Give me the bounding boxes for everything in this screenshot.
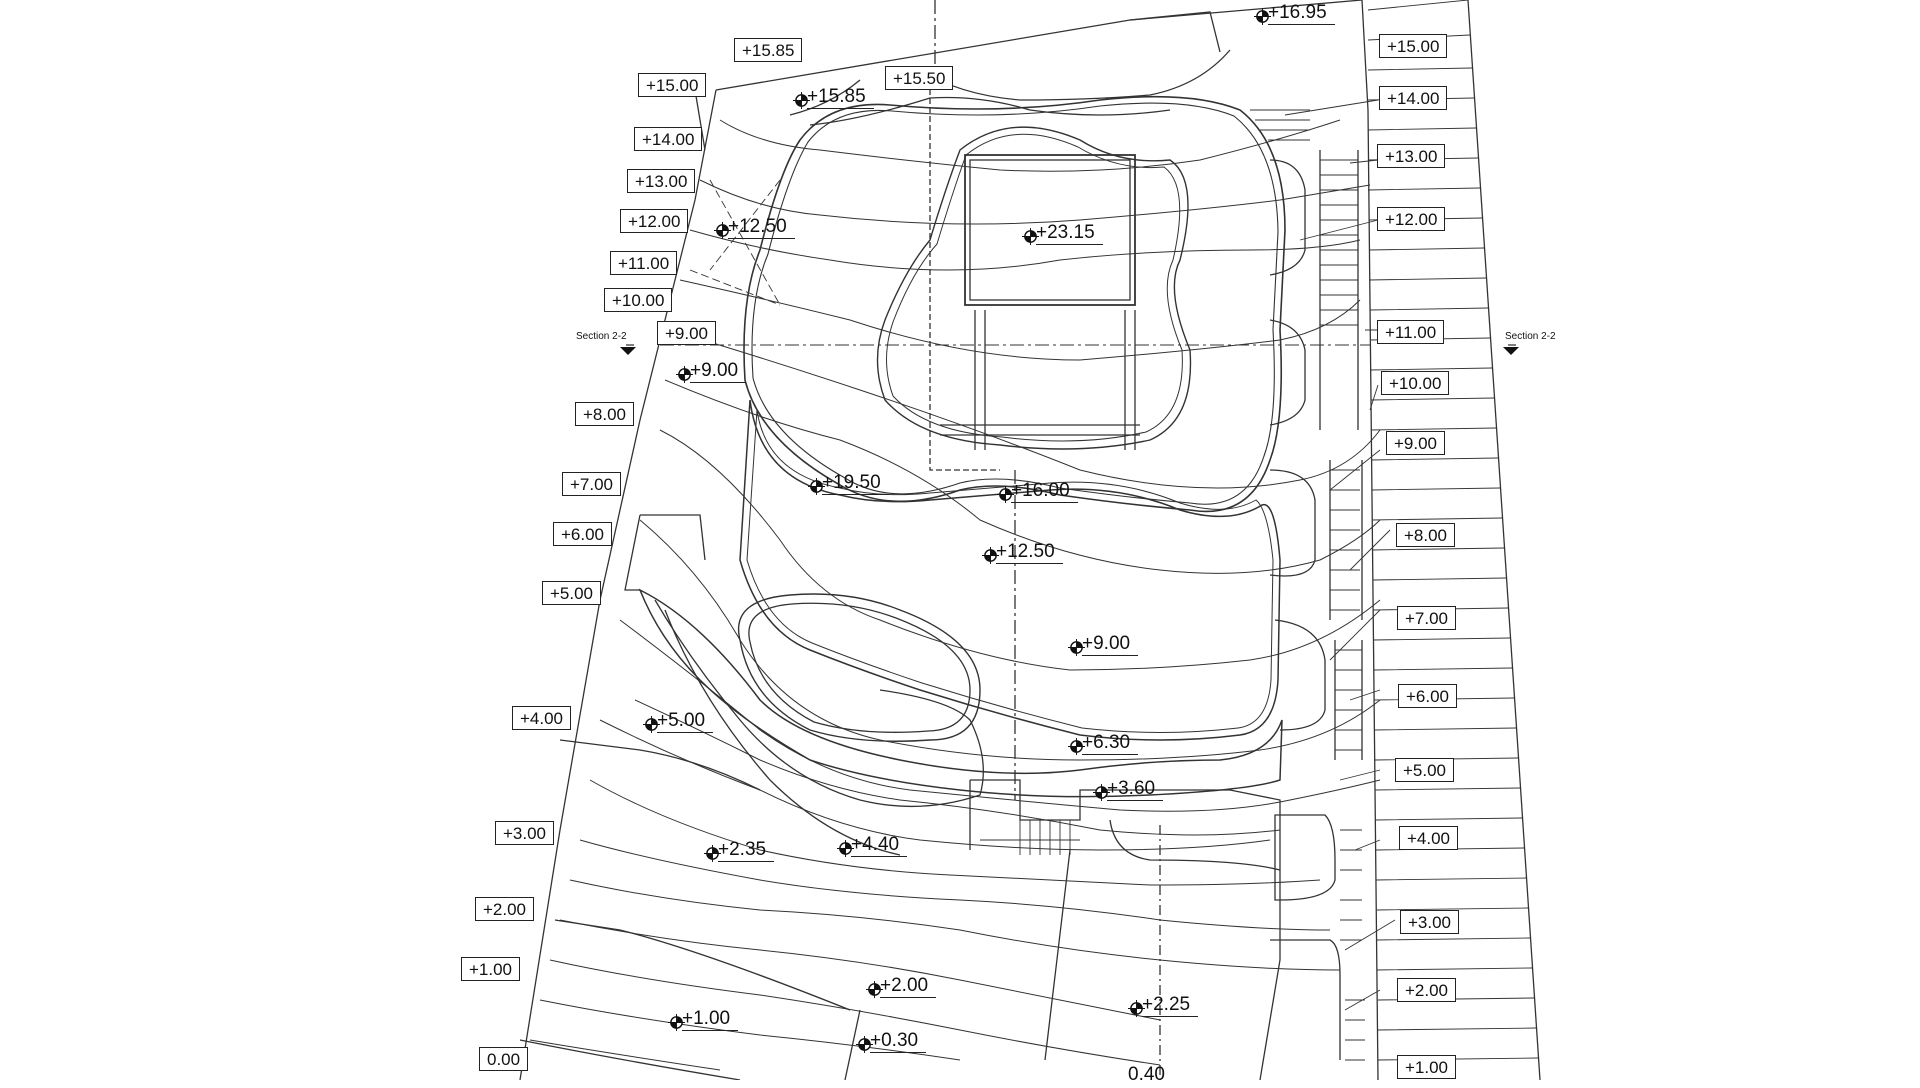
contour-label: +13.00 [627, 169, 696, 193]
contour-label: +3.00 [1400, 910, 1460, 934]
contour-label: +15.00 [1379, 34, 1448, 58]
spot-level-value: +2.25 [1142, 994, 1199, 1017]
contour-label: +15.50 [885, 66, 954, 90]
summit-ring [876, 126, 1192, 450]
spot-level-value: +3.60 [1107, 778, 1164, 801]
pond [738, 593, 981, 742]
level-marker-icon [1254, 8, 1271, 25]
contour-label: +10.00 [1381, 371, 1450, 395]
section-label-left: Section 2-2 [576, 331, 627, 342]
spot-level-value: +15.85 [807, 86, 874, 109]
contour-label: +9.00 [657, 321, 717, 345]
contour-label: +5.00 [1395, 758, 1455, 782]
level-marker-icon [982, 547, 999, 564]
contour-label: +14.00 [1379, 86, 1448, 110]
contour-label: +6.00 [1398, 684, 1458, 708]
contour-label: +2.00 [475, 897, 535, 921]
level-marker-icon [668, 1014, 685, 1031]
stair-treads [1250, 109, 1365, 1061]
contour-label: +12.00 [1377, 207, 1446, 231]
contour-label: +8.00 [1396, 523, 1456, 547]
spot-level-value: +0.30 [870, 1030, 927, 1053]
level-marker-icon [1093, 784, 1110, 801]
section-arrow-icon [1503, 347, 1519, 355]
level-marker-icon [676, 366, 693, 383]
spot-level-value: +1.00 [682, 1008, 739, 1031]
plaza [969, 779, 1281, 1080]
level-marker-icon [866, 981, 883, 998]
contour-label: +13.00 [1377, 144, 1446, 168]
contour-label: +6.00 [553, 522, 613, 546]
spot-level-value: +9.00 [1082, 633, 1139, 656]
spot-level-value: +2.00 [880, 975, 937, 998]
site-boundary [519, 0, 1379, 1080]
spot-level-value: +12.50 [728, 216, 795, 239]
spot-level-value: +23.15 [1036, 222, 1103, 245]
contour-label: +4.00 [512, 706, 572, 730]
contour-label: +9.00 [1386, 431, 1446, 455]
level-marker-icon [793, 92, 810, 109]
spot-level-value: +6.30 [1082, 732, 1139, 755]
contour-label: +2.00 [1397, 978, 1457, 1002]
contour-label: +3.00 [495, 821, 555, 845]
spot-level-value: +9.00 [690, 360, 747, 383]
spot-level-value: +5.00 [657, 710, 714, 733]
contour-label: +11.00 [1377, 320, 1445, 344]
contour-label: +15.85 [734, 38, 803, 62]
level-marker-icon [1022, 228, 1039, 245]
mid-terrace [739, 399, 1281, 741]
spot-level-value: +4.40 [851, 834, 908, 857]
level-marker-icon [1068, 639, 1085, 656]
contour-label: +7.00 [1397, 606, 1457, 630]
level-marker-icon [1128, 1000, 1145, 1017]
contour-label: +8.00 [575, 402, 635, 426]
contour-label: 0.00 [479, 1047, 529, 1071]
level-marker-icon [704, 845, 721, 862]
lower-terrace [638, 588, 1283, 798]
contour-label: +15.00 [638, 73, 707, 97]
spot-level-value: +16.95 [1268, 2, 1335, 25]
level-marker-icon [856, 1036, 873, 1053]
spot-level-value: 0.40 [1128, 1064, 1165, 1085]
spot-level-value: +16.00 [1011, 480, 1078, 503]
spot-level-value: +19.50 [822, 472, 889, 495]
contour-label: +7.00 [562, 472, 622, 496]
summit-platform [964, 154, 1136, 306]
upper-terrace [743, 95, 1286, 513]
contour-label: +1.00 [461, 957, 521, 981]
spot-level-value: +12.50 [996, 541, 1063, 564]
level-marker-icon [808, 478, 825, 495]
contour-label: +5.00 [542, 581, 602, 605]
contour-label: +1.00 [1397, 1055, 1457, 1079]
level-marker-icon [997, 486, 1014, 503]
spot-level-value: +2.35 [718, 839, 775, 862]
contour-label: +12.00 [620, 209, 689, 233]
level-marker-icon [837, 840, 854, 857]
level-marker-icon [714, 222, 731, 239]
contour-label: +11.00 [610, 251, 678, 275]
section-label-right: Section 2-2 [1505, 331, 1556, 342]
contour-label: +4.00 [1399, 826, 1459, 850]
contour-label: +10.00 [604, 288, 673, 312]
level-marker-icon [1068, 738, 1085, 755]
section-arrow-icon [620, 347, 636, 355]
contour-label: +14.00 [634, 127, 703, 151]
level-marker-icon [643, 716, 660, 733]
